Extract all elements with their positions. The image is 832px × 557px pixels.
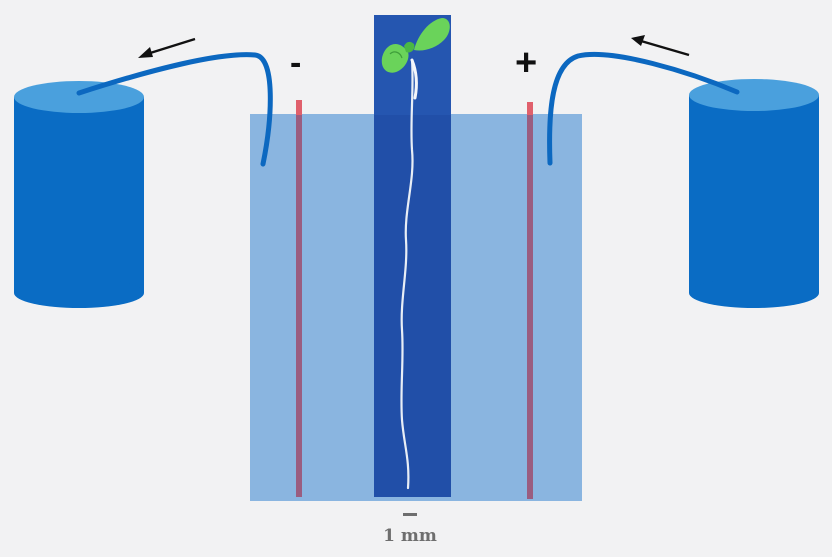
scale-bar-label: 1 mm xyxy=(383,526,437,546)
right-flow-arrow-icon xyxy=(631,35,690,57)
cathode-electrode xyxy=(296,100,302,497)
cathode-sign: - xyxy=(290,44,302,82)
anode-sign: + xyxy=(515,42,538,84)
left-reservoir xyxy=(14,81,144,308)
right-tube xyxy=(547,51,740,166)
left-tube xyxy=(76,52,273,167)
scale-bar xyxy=(403,513,417,516)
seedling-root xyxy=(400,58,414,490)
right-reservoir xyxy=(689,79,819,308)
left-flow-arrow-icon xyxy=(138,37,196,58)
seedling-leaves xyxy=(381,18,450,73)
anode-electrode xyxy=(527,102,533,499)
seedling-strip xyxy=(374,15,451,497)
